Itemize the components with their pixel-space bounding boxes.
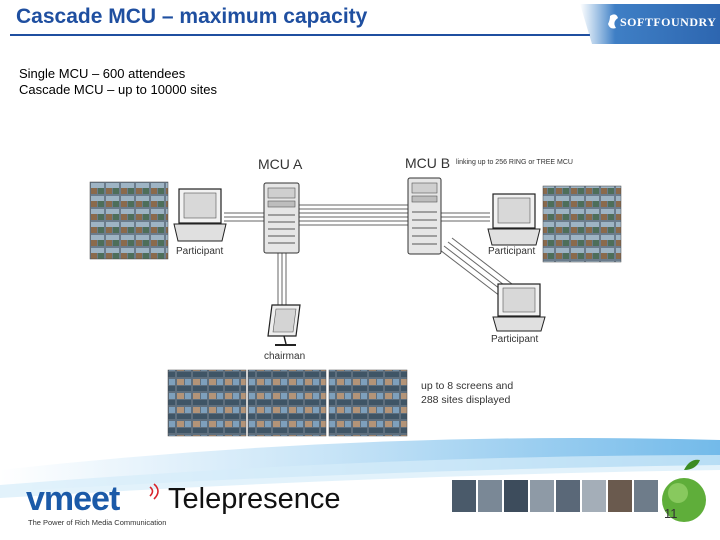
screens-note-line2: 288 sites displayed (421, 394, 511, 406)
bullet-cascade-mcu: Cascade MCU – up to 10000 sites (19, 82, 217, 97)
title-underline (10, 34, 590, 36)
video-wall-right (542, 185, 622, 263)
slide-header: Cascade MCU – maximum capacity SOFTFOUND… (0, 0, 720, 46)
participant-left-label: Participant (176, 246, 224, 257)
video-wall-bottom-3 (328, 369, 408, 437)
green-globe-icon (662, 459, 706, 522)
video-wall-bottom-2 (247, 369, 327, 437)
mcu-a-server-icon (263, 182, 300, 254)
chairman-label: chairman (264, 351, 306, 362)
telepresence-label: Telepresence (168, 483, 341, 515)
mcu-b-server-icon (407, 177, 442, 255)
chairman-monitor-icon (267, 304, 301, 346)
linking-note: linking up to 256 RING or TREE MCU (456, 159, 573, 166)
participant-lower-label: Participant (491, 334, 539, 345)
logo-wordmark: SOFTFOUNDRY (620, 15, 717, 29)
participant-right-laptop-icon (487, 193, 541, 246)
participant-left-laptop-icon (173, 188, 227, 242)
mcu-b-label: MCU B (405, 155, 451, 171)
connection-lines (224, 204, 513, 305)
vmeet-signal-icon (149, 483, 159, 500)
mcu-a-label: MCU A (258, 156, 303, 172)
screens-note-line1: up to 8 screens and (421, 380, 514, 392)
participant-right-label: Participant (488, 246, 536, 257)
page-number: 11 (664, 506, 678, 521)
bullet-single-mcu: Single MCU – 600 attendees (19, 66, 186, 81)
telepresence-photo-strip (452, 480, 658, 512)
capacity-bullets: Single MCU – 600 attendees Cascade MCU –… (19, 66, 217, 98)
participant-lower-laptop-icon (492, 283, 546, 332)
video-wall-left (89, 181, 169, 260)
slide-title: Cascade MCU – maximum capacity (16, 5, 368, 28)
softfoundry-logo-icon (580, 4, 720, 44)
brand-tagline: The Power of Rich Media Communication (28, 518, 167, 527)
video-wall-bottom-1 (167, 369, 247, 437)
vmeet-brand: vmeet (26, 480, 120, 518)
